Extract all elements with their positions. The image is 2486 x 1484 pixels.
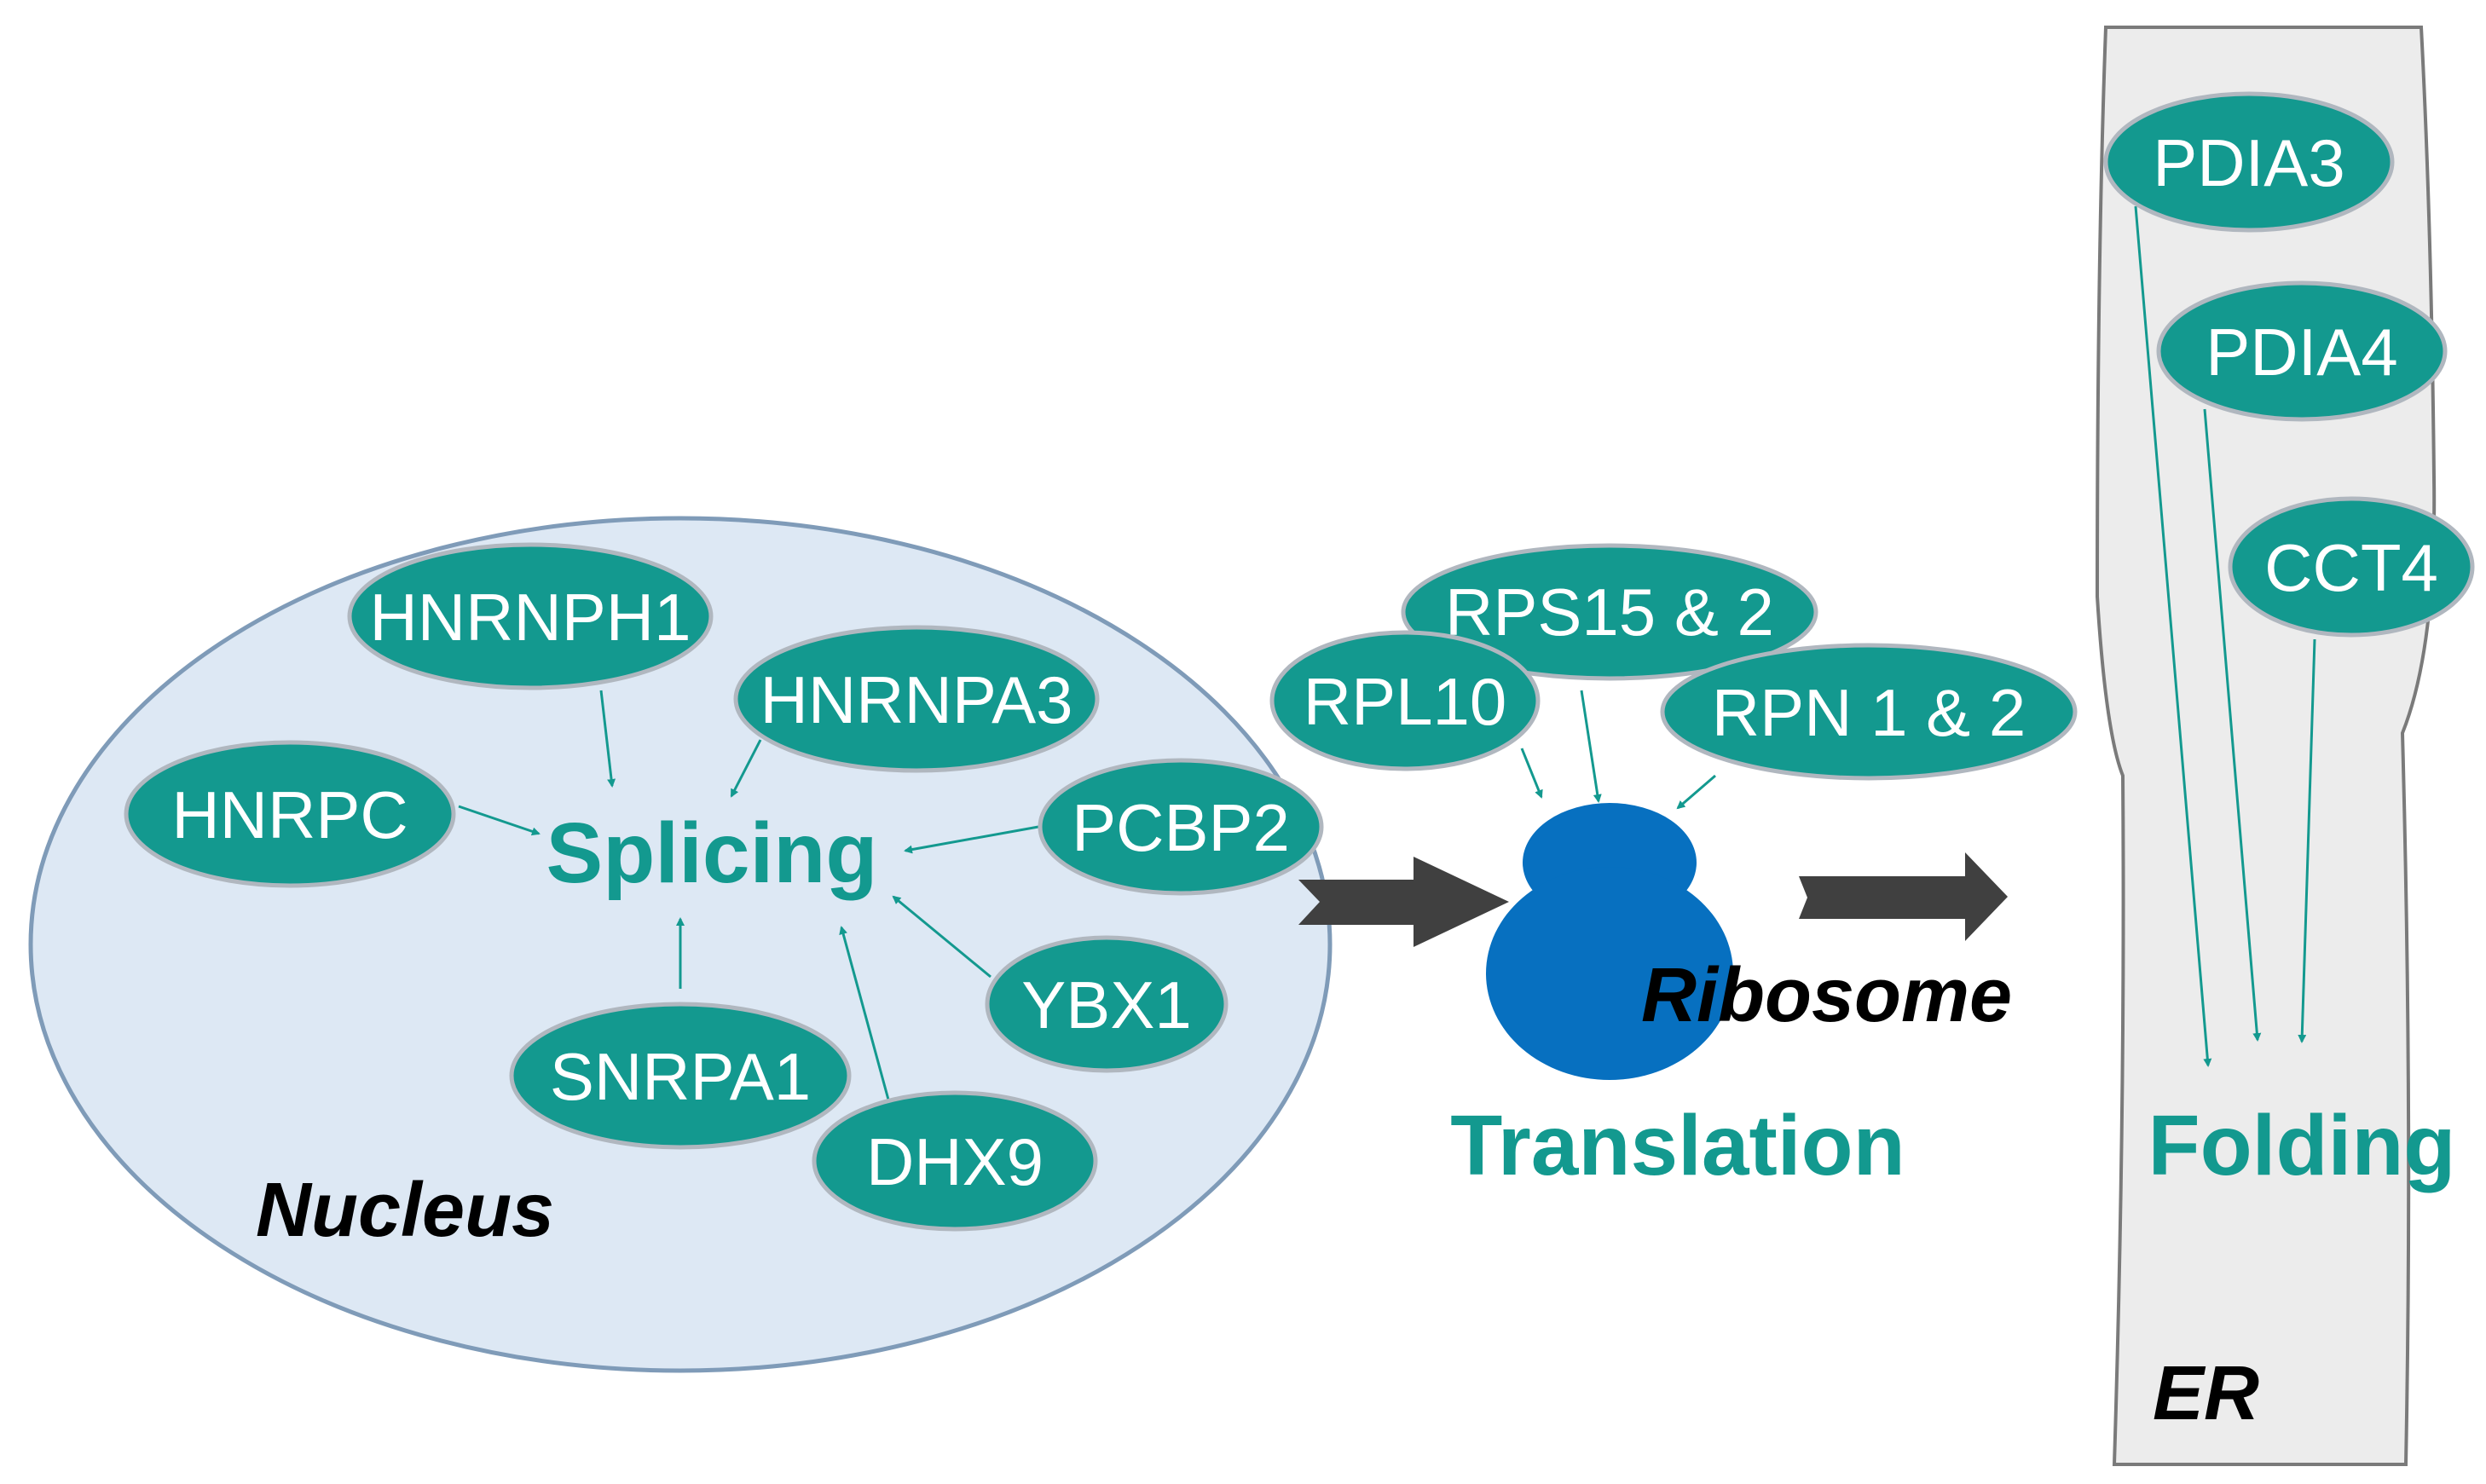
process-label-translation: Translation [1450, 1098, 1905, 1193]
arrow-rpl10-ribosome [1520, 748, 1543, 799]
protein-node-snrpa1: SNRPA1 [509, 1002, 852, 1150]
splicing-arrows [458, 690, 1039, 1100]
protein-label-rps15: RPS15 & 2 [1445, 575, 1774, 650]
protein-label-hnrnpa3: HNRNPA3 [760, 662, 1073, 737]
arrow-hnrnph1-splicing [599, 690, 616, 788]
protein-label-ybx1: YBX1 [1021, 967, 1191, 1042]
arrow-hnrpc-splicing [458, 805, 541, 836]
protein-label-rpn: RPN 1 & 2 [1712, 675, 2026, 750]
protein-node-rpn: RPN 1 & 2 [1660, 643, 2078, 781]
protein-node-cct4: CCT4 [2228, 496, 2475, 638]
compartment-label-nucleus: Nucleus [256, 1168, 554, 1253]
compartment-label-ribosome: Ribosome [1641, 953, 2012, 1038]
arrow-hnrnpa3-splicing [730, 739, 762, 798]
protein-node-rps15: RPS15 & 2 [1401, 543, 1818, 681]
flow-arrow-nucleus-to-ribosome [1298, 857, 1509, 947]
process-label-splicing: Splicing [546, 806, 878, 901]
protein-label-snrpa1: SNRPA1 [550, 1039, 811, 1114]
protein-label-pcbp2: PCBP2 [1072, 790, 1290, 865]
protein-node-pdia4: PDIA4 [2156, 280, 2448, 422]
arrow-pdia4-folding [2203, 408, 2262, 1042]
arrow-pdia3-folding [2134, 205, 2212, 1067]
process-label-folding: Folding [2148, 1098, 2456, 1193]
protein-label-rpl10: RPL10 [1304, 664, 1507, 739]
arrow-rps15-ribosome [1580, 690, 1602, 803]
protein-node-pcbp2: PCBP2 [1038, 758, 1324, 896]
compartment-label-er: ER [2153, 1351, 2259, 1436]
protein-node-pdia3: PDIA3 [2103, 91, 2395, 233]
protein-node-hnrnpa3: HNRNPA3 [733, 625, 1100, 773]
folding-arrows [2134, 205, 2316, 1067]
protein-label-pdia3: PDIA3 [2153, 125, 2344, 200]
arrow-pcbp2-splicing [904, 825, 1039, 854]
protein-node-hnrnph1: HNRNPH1 [347, 542, 714, 690]
arrow-rpn-ribosome [1676, 774, 1716, 810]
protein-label-hnrpc: HNRPC [171, 777, 408, 852]
protein-label-dhx9: DHX9 [866, 1124, 1044, 1199]
protein-node-hnrpc: HNRPC [124, 740, 456, 888]
protein-node-ybx1: YBX1 [985, 935, 1229, 1073]
protein-label-hnrnph1: HNRNPH1 [369, 580, 691, 655]
arrow-dhx9-splicing [839, 926, 890, 1100]
ribosome-shape [1486, 803, 1733, 1080]
protein-node-dhx9: DHX9 [812, 1090, 1098, 1232]
arrow-ybx1-splicing [892, 895, 992, 979]
protein-label-cct4: CCT4 [2264, 530, 2438, 605]
flow-arrow-ribosome-to-er [1799, 852, 2008, 941]
protein-label-pdia4: PDIA4 [2206, 315, 2397, 390]
protein-node-rpl10: RPL10 [1269, 630, 1541, 771]
ribosome-arrows [1520, 690, 1716, 810]
er-membrane [2095, 26, 2437, 1466]
arrow-cct4-folding [2298, 638, 2316, 1043]
